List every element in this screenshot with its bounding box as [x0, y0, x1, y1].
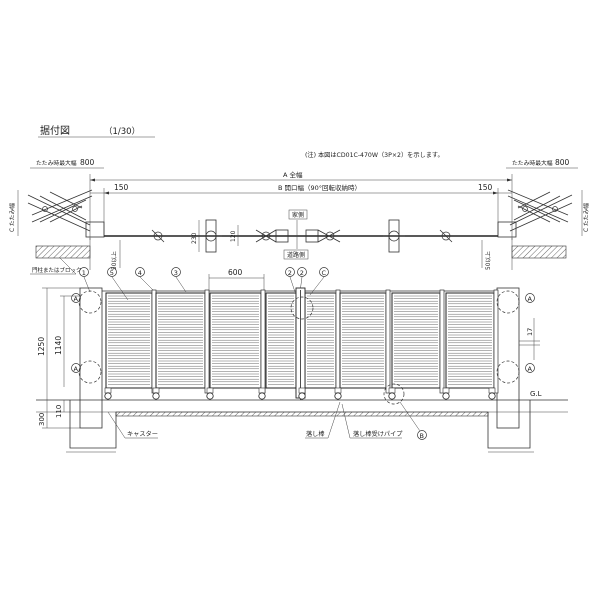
fold-max-width-left-label: たたみ時最大幅: [36, 159, 77, 167]
gl-label: G.L: [530, 390, 542, 398]
fold-max-width-right-label: たたみ時最大幅: [512, 159, 553, 167]
plan-view: たたみ時最大幅 800 たたみ時最大幅 800 A 全幅 150 150 B 開…: [8, 158, 590, 275]
height-1250: 1250: [37, 337, 46, 356]
model-note: (注) 本図はCD01C-470W（3P×2）を示します。: [305, 151, 444, 159]
folded-gate-left: [27, 189, 105, 238]
gate-panel: [105, 292, 153, 389]
caster-bracket: [488, 387, 496, 394]
caster-label: キャスター: [127, 430, 158, 438]
caster-bracket: [152, 387, 160, 394]
drop-rod-pipe-label: 落し棒受けパイプ: [353, 430, 403, 438]
marker-b: B: [420, 432, 424, 440]
height-300: 300: [38, 413, 46, 426]
road-side-label: 道路側: [287, 251, 305, 259]
post-right: [496, 287, 520, 429]
marker-a-2: A: [74, 365, 79, 373]
caster-bracket: [334, 387, 342, 394]
marker-a-4: A: [528, 365, 533, 373]
caster-wheel: [206, 392, 214, 400]
foundation-right: [487, 400, 531, 449]
callout-numbers: 1 5 4 3 2 2 C: [79, 267, 329, 301]
folded-gate-right: [497, 189, 573, 238]
min-clearance-right: 50以上: [484, 251, 492, 270]
post-left: [79, 287, 103, 429]
fold-max-width-left-value: 800: [80, 158, 95, 167]
gate-panel: [209, 292, 262, 389]
gate-panel: [445, 292, 495, 389]
fold-label-left: C たたみ幅: [8, 203, 16, 232]
gate-panel: [155, 292, 206, 389]
gate-pivot-elements: [151, 219, 453, 253]
callout-2b: 2: [300, 269, 304, 277]
hinge-post: [260, 289, 266, 394]
gate-panel: [339, 292, 387, 389]
fold-label-right: C たたみ幅: [582, 203, 590, 232]
caster-bracket: [104, 387, 112, 394]
drop-rod-label: 落し棒: [306, 430, 325, 438]
gate-panel: [265, 292, 297, 389]
drawing-title: 据付図: [40, 124, 70, 137]
caster-bracket: [206, 387, 214, 394]
dim-120: 120: [230, 230, 237, 242]
caster-wheel: [334, 392, 342, 400]
caster-bracket: [258, 387, 266, 394]
hinge-post: [335, 289, 341, 394]
opening-width-label: B 開口幅（90°回転収納時）: [278, 183, 361, 192]
caster-wheels: [104, 387, 496, 400]
drawing-scale: （1/30）: [104, 126, 140, 137]
dim-230: 230: [191, 232, 198, 244]
callout-3: 3: [174, 269, 178, 277]
dim-17: 17: [526, 328, 534, 336]
callout-c: C: [322, 269, 327, 277]
caster-wheel: [442, 392, 450, 400]
min-clearance-left: 50以上: [110, 251, 118, 270]
hinge-post: [204, 289, 210, 394]
hinge-post: [151, 289, 157, 394]
overall-width-label: A 全幅: [283, 170, 303, 179]
callout-1: 1: [82, 269, 86, 277]
caster-wheel: [388, 392, 396, 400]
panel-width-600: 600: [228, 268, 243, 277]
caster-wheel: [104, 392, 112, 400]
hinge-post: [493, 289, 499, 394]
foundation-left: [69, 400, 117, 449]
callout-2a: 2: [288, 269, 292, 277]
margin-left-value: 150: [114, 183, 129, 192]
caster-wheel: [298, 392, 306, 400]
marker-a-1: A: [74, 295, 79, 303]
block-note: 門柱またはブロック: [32, 266, 82, 274]
caster-bracket: [388, 387, 396, 394]
gate-panels: [105, 287, 499, 400]
margin-right-value: 150: [478, 183, 493, 192]
height-110: 110: [55, 405, 63, 418]
gate-panel: [304, 292, 337, 389]
caster-wheel: [488, 392, 496, 400]
house-side-label: 家側: [292, 211, 304, 219]
caster-bracket: [442, 387, 450, 394]
gate-panel: [391, 292, 441, 389]
caster-bracket: [298, 387, 306, 394]
detail-markers: A A A A B: [71, 290, 535, 440]
callout-5: 5: [110, 269, 114, 277]
fold-max-width-right-value: 800: [555, 158, 570, 167]
marker-a-3: A: [528, 295, 533, 303]
block-left: [35, 245, 91, 259]
hinge-post: [439, 289, 445, 394]
caster-wheel: [152, 392, 160, 400]
caster-wheel: [258, 392, 266, 400]
hinge-post: [385, 289, 391, 394]
height-1140: 1140: [54, 336, 63, 355]
block-right: [511, 245, 567, 259]
elevation-view: 1 5 4 3 2 2 C 600: [36, 267, 568, 453]
callout-4: 4: [138, 269, 142, 277]
